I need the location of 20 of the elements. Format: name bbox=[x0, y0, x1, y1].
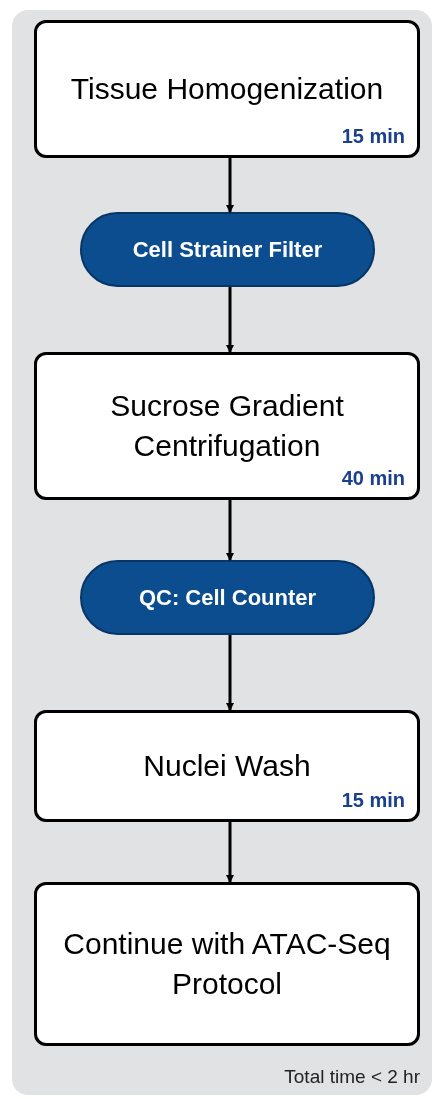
step-label: QC: Cell Counter bbox=[138, 584, 317, 612]
arrow bbox=[226, 158, 234, 213]
arrow bbox=[226, 500, 234, 561]
process-box bbox=[34, 20, 420, 158]
arrow bbox=[226, 822, 234, 883]
duration-label: 15 min bbox=[341, 124, 405, 149]
duration-label: 40 min bbox=[341, 466, 405, 491]
process-box bbox=[34, 352, 420, 500]
total-time-note: Total time < 2 hr bbox=[284, 1064, 420, 1089]
arrow bbox=[226, 635, 234, 711]
duration-label: 15 min bbox=[341, 788, 405, 813]
step-label: Cell Strainer Filter bbox=[132, 236, 323, 264]
step-title: Tissue Homogenization bbox=[70, 71, 384, 107]
process-box bbox=[34, 710, 420, 822]
process-box bbox=[34, 882, 420, 1046]
step-title: Sucrose Gradient Centrifugation bbox=[109, 388, 345, 464]
panel-background bbox=[12, 10, 432, 1095]
arrow bbox=[226, 287, 234, 353]
step-title: Nuclei Wash bbox=[143, 748, 311, 784]
step-title: Continue with ATAC-Seq Protocol bbox=[62, 926, 392, 1002]
